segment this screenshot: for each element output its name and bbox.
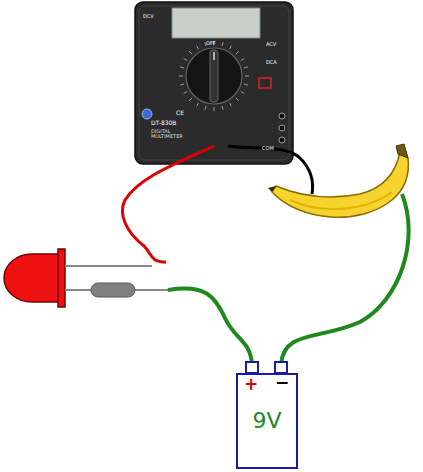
battery-terminal [246,362,258,373]
banana-tip [268,186,276,192]
range-tick [245,76,249,77]
dial-pointer [213,52,215,60]
wire-positive [168,288,252,364]
lcd-display [172,8,260,38]
range-tick [241,59,244,61]
dial-knob [210,50,218,102]
jack-label: COM [262,146,274,151]
mark-label: CE [176,110,184,116]
range-tick [214,107,215,111]
range-tick [184,92,187,94]
range-tick [205,42,206,46]
range-tick [241,92,244,94]
range-tick [230,46,232,49]
range-label: DCA [266,60,277,65]
range-tick [205,106,206,110]
hfe-socket [142,109,152,119]
wire-negative [281,194,409,364]
range-tick [244,84,248,85]
range-tick [230,103,232,106]
range-ticks [179,41,249,111]
multimeter-bezel [139,6,289,160]
model-number: DT-830B [151,120,176,126]
polarity-sign: + [244,376,258,393]
voltage-label: 9V [252,409,281,432]
range-tick [189,51,192,54]
range-label: ACV [266,42,276,47]
range-tick [236,51,239,54]
range-tick [184,59,187,61]
device-name: DIGITAL MULTIMETER [151,129,193,140]
jack [279,137,285,143]
polarity-sign: − [275,374,289,391]
range-tick [222,106,223,110]
jack [279,113,285,119]
banana-ridge [290,192,392,209]
range-tick [189,98,192,101]
led [4,254,60,302]
led-leg [65,265,152,267]
red-lead [122,146,214,262]
range-tick [179,76,183,77]
selector-dial [186,48,242,104]
range-tick [244,67,248,68]
range-tick [197,46,199,49]
jack [279,125,285,131]
multimeter-case [135,2,293,164]
multimeter: DT-830B DIGITAL MULTIMETER [135,2,293,164]
battery-terminal [275,362,287,373]
range-tick [236,98,239,101]
resistor-symbol [91,283,135,297]
range-tick [222,42,223,46]
black-lead [228,146,313,194]
range-label: DCV [143,14,154,19]
banana [272,152,408,217]
range-highlight [259,78,271,88]
range-tick [180,84,184,85]
range-tick [180,67,184,68]
led-flange [58,249,65,307]
banana-stem [396,144,408,158]
range-tick [197,103,199,106]
range-label: OFF [206,41,216,46]
